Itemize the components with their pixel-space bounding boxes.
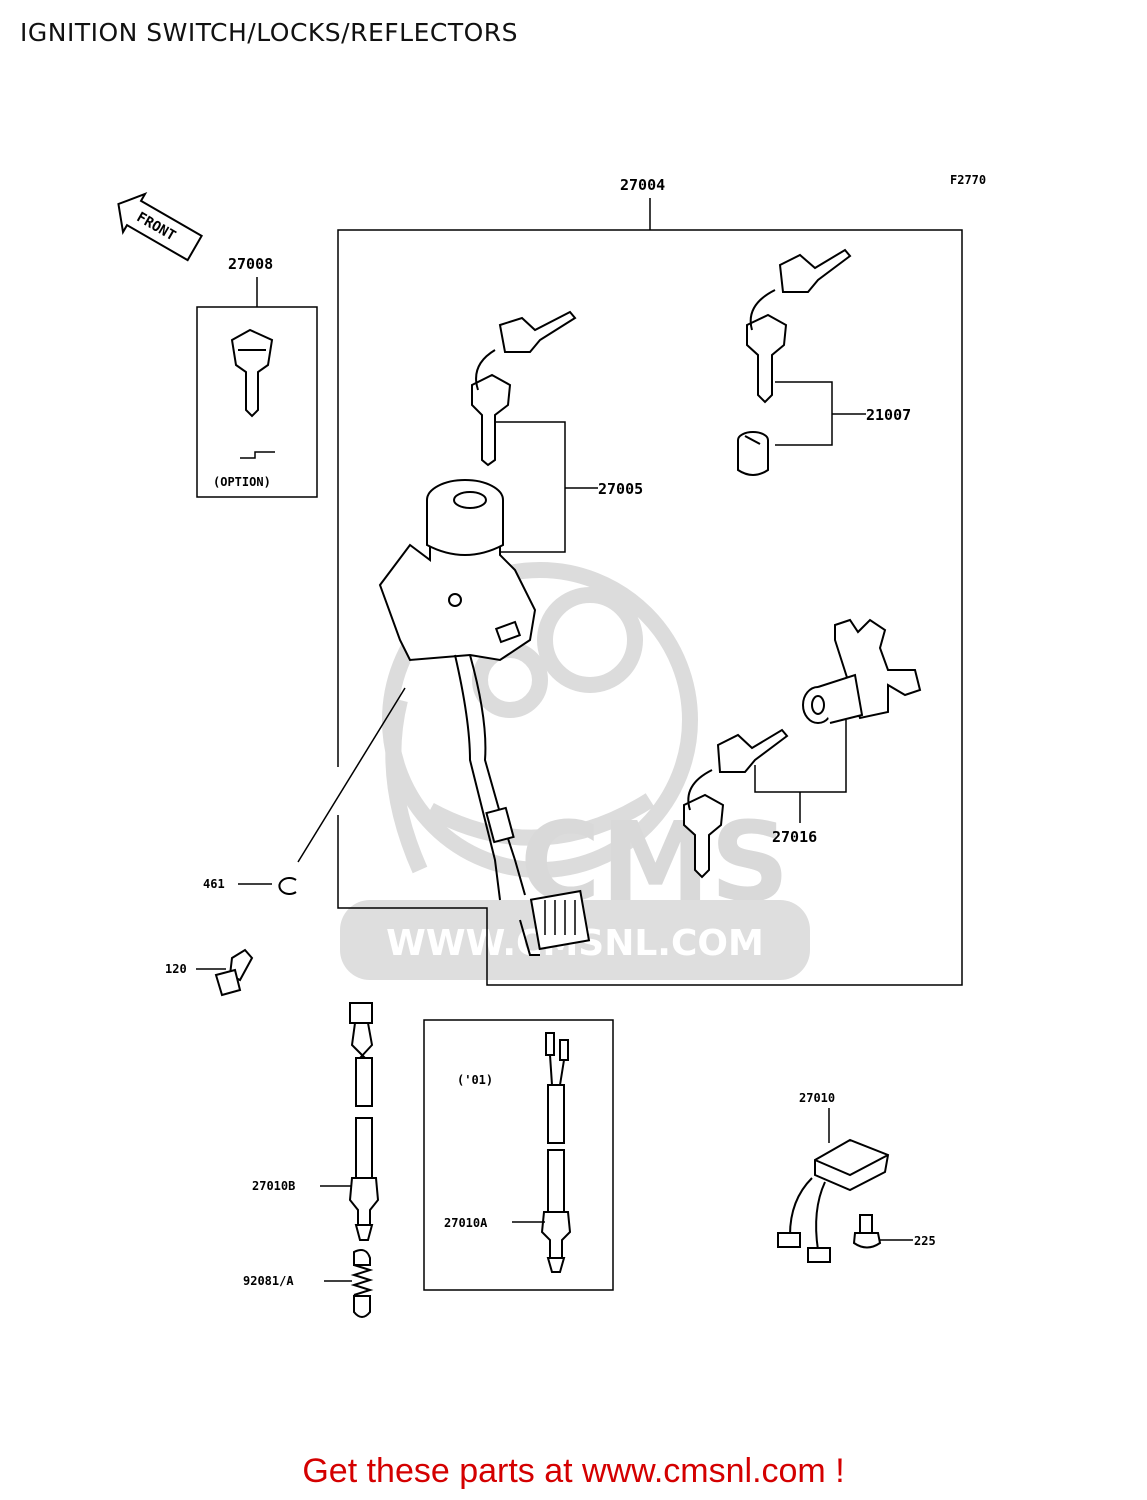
figure-code: F2770 [950,173,986,187]
key-pair-21007-icon [746,248,852,404]
lock-cylinder-21007-icon [737,431,769,476]
label-92081a: 92081/A [243,1274,294,1288]
label-27010: 27010 [799,1091,835,1105]
label-option: (OPTION) [213,475,271,489]
label-27016: 27016 [772,828,817,846]
key-notch-icon [240,451,275,459]
ignition-set-27004: 27004 [337,176,963,986]
watermark-mascot-icon [382,562,698,878]
label-21007: 21007 [866,406,911,424]
label-27010a: 27010A [444,1216,488,1230]
label-27004: 27004 [620,176,665,194]
label-27008: 27008 [228,255,273,273]
label-year-01: ('01) [457,1073,493,1087]
label-27005: 27005 [598,480,643,498]
box-01-variant [423,1019,614,1291]
spring-92081a-icon [350,1249,374,1318]
option-key-group: 27008 (OPTION) [196,255,318,498]
switch-27010a-icon [540,1032,572,1273]
seat-lock-27016-icon [802,618,922,724]
page-title: IGNITION SWITCH/LOCKS/REFLECTORS [20,18,519,47]
bolt-120-icon [214,948,254,997]
front-arrow-icon: FRONT [117,192,204,262]
key-pair-27005-icon [471,310,577,467]
relay-27010-icon [777,1138,890,1263]
clip-461-icon [278,877,297,895]
key-pair-27016-icon [683,728,789,879]
label-27010b: 27010B [252,1179,295,1193]
footer-link[interactable]: Get these parts at www.cmsnl.com ! [302,1452,845,1490]
label-225: 225 [914,1234,936,1248]
switch-27010b-icon [348,1002,380,1241]
ignition-switch-icon [378,479,591,956]
label-120: 120 [165,962,187,976]
key-icon [230,328,274,418]
label-461: 461 [203,877,225,891]
screw-225-icon [852,1214,882,1249]
